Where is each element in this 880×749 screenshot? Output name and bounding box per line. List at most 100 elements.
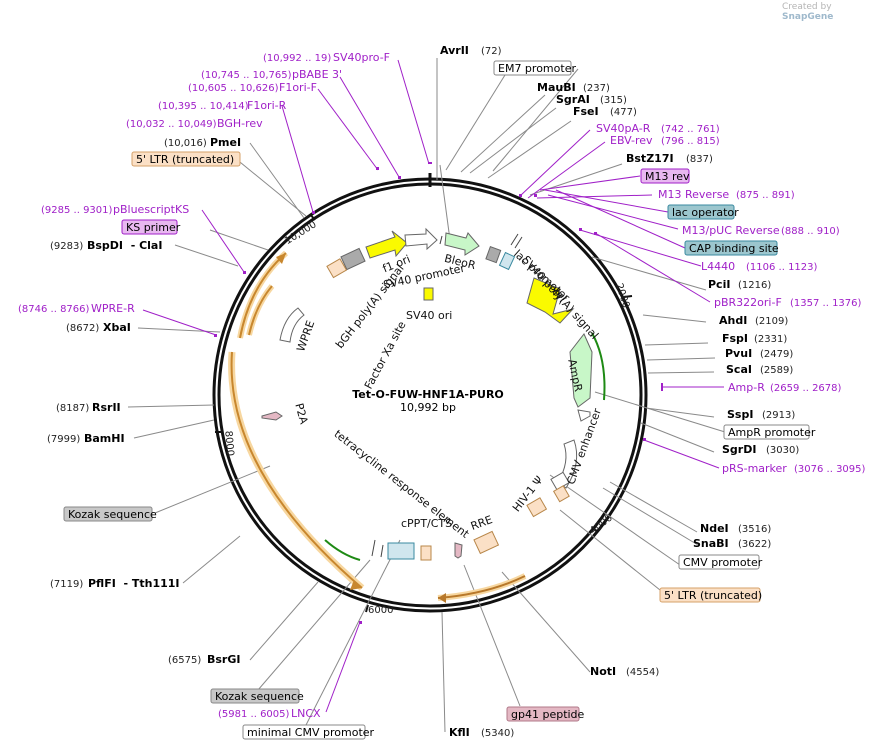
primer-l4440: L4440	[701, 260, 735, 273]
feature-minimal-cmv-promoter[interactable]: minimal CMV promoter	[247, 726, 375, 739]
primer-l4440-pos: (1106 .. 1123)	[746, 262, 818, 273]
enzyme-bstz17i: BstZ17I	[626, 152, 674, 165]
primer-bgh-rev-pos: (10,032 .. 10,049)	[126, 119, 217, 130]
leader-lines	[127, 58, 726, 733]
enzyme-pvui: PvuI	[725, 347, 752, 360]
enzyme-pflfi-tth111i: PflFI - Tth111I	[88, 577, 180, 590]
feature-kozak-left[interactable]: Kozak sequence	[68, 508, 157, 521]
primer-prs-marker: pRS-marker	[722, 462, 787, 475]
enzyme-sgrai-pos: (315)	[600, 95, 627, 106]
feature-cmv-promoter[interactable]: CMV promoter	[683, 556, 763, 569]
ampr-promoter-arrow[interactable]	[577, 409, 591, 422]
label-cppt-cts: cPPT/CTS	[401, 517, 452, 530]
bgh-box[interactable]	[340, 247, 366, 271]
lac-hatch[interactable]	[498, 251, 516, 271]
enzyme-kfli: KflI	[449, 726, 470, 739]
enzyme-maubi: MauBI	[537, 81, 576, 94]
enzyme-fspi: FspI	[722, 332, 748, 345]
primer-lncx: LNCX	[291, 707, 321, 720]
feature-ks-primer[interactable]: KS primer	[126, 221, 181, 234]
primer-amp-r-pos: (2659 .. 2678)	[770, 383, 842, 394]
rre-box[interactable]	[473, 530, 500, 555]
enzyme-noti-pos: (4554)	[626, 667, 659, 678]
enzyme-pmei: PmeI	[210, 136, 241, 149]
enzyme-rsrii-pos: (8187)	[56, 403, 89, 414]
label-factor-xa: Factor Xa site	[362, 319, 409, 391]
enzyme-sgrdi: SgrDI	[722, 443, 756, 456]
tre-green-arrow[interactable]	[324, 539, 361, 561]
enzyme-kfli-pos: (5340)	[481, 728, 514, 739]
tre-hatch[interactable]	[387, 542, 415, 560]
ltr-box-right[interactable]	[526, 497, 548, 518]
enzyme-fspi-pos: (2331)	[754, 334, 787, 345]
enzyme-noti: NotI	[590, 665, 616, 678]
bleor-arrow[interactable]	[444, 232, 480, 256]
feature-ampr-promoter[interactable]: AmpR promoter	[728, 426, 816, 439]
plasmid-name: Tet-O-FUW-HNF1A-PURO	[352, 388, 504, 401]
primer-amp-r: Amp-R	[728, 381, 765, 394]
sv40-ori-box[interactable]	[423, 287, 434, 301]
cppt-box[interactable]	[420, 545, 432, 561]
primer-sv40pro-f-pos: (10,992 .. 19)	[263, 53, 331, 64]
enzyme-xbai-pos: (8672)	[66, 323, 99, 334]
lac-promoter-box[interactable]	[485, 246, 502, 264]
ltr-box-left[interactable]	[326, 258, 348, 279]
enzyme-labels: AvrII (72) MauBI (237) SgrAI (315) FseI …	[47, 44, 799, 739]
feature-5ltr-bottom[interactable]: 5' LTR (truncated)	[664, 589, 762, 602]
label-sv40-ori: SV40 ori	[406, 309, 452, 322]
primer-prs-marker-pos: (3076 .. 3095)	[794, 464, 866, 475]
primer-lncx-pos: (5981 .. 6005)	[218, 709, 290, 720]
enzyme-bamhi: BamHI	[84, 432, 125, 445]
primer-pbluescriptks-pos: (9285 .. 9301)	[41, 205, 113, 216]
primer-lines	[142, 59, 724, 713]
primer-f1ori-f-pos: (10,605 .. 10,626)	[188, 83, 279, 94]
enzyme-ahdi-pos: (2109)	[755, 316, 788, 327]
primer-pbabe3: pBABE 3'	[292, 68, 342, 81]
feature-kozak-bottom[interactable]: Kozak sequence	[215, 690, 304, 703]
feature-gp41-peptide[interactable]: gp41 peptide	[511, 708, 585, 721]
snapgene-logo: SnapGene	[782, 12, 834, 22]
primer-sv40pa-r: SV40pA-R	[596, 122, 651, 135]
sv40-promoter-arrow[interactable]	[404, 227, 438, 251]
ori-arrow[interactable]	[526, 277, 575, 324]
ampr-green-line	[591, 332, 606, 401]
enzyme-ndei: NdeI	[700, 522, 729, 535]
feature-m13-rev[interactable]: M13 rev	[645, 170, 690, 183]
primer-m13-reverse-pos: (875 .. 891)	[736, 190, 795, 201]
f1-ori-arrow[interactable]	[365, 230, 408, 259]
snapgene-credit: Created by SnapGene	[782, 2, 880, 22]
primer-f1ori-r: F1ori-R	[247, 99, 287, 112]
primer-pbluescriptks: pBluescriptKS	[113, 203, 189, 216]
enzyme-pcii: PciI	[708, 278, 730, 291]
tick-8000: 8000	[222, 430, 235, 456]
enzyme-pflfi-pos: (7119)	[50, 579, 83, 590]
enzyme-pcii-pos: (1216)	[738, 280, 771, 291]
label-p2a: P2A	[292, 402, 310, 426]
enzyme-sgrdi-pos: (3030)	[766, 445, 799, 456]
boxed-feature-labels: EM7 promoter 5' LTR (truncated) KS prime…	[63, 60, 816, 740]
primer-wpre-r-pos: (8746 .. 8766)	[18, 304, 90, 315]
primer-bgh-rev: BGH-rev	[217, 117, 263, 130]
p2a-arrow[interactable]	[261, 411, 283, 421]
primer-m13puc-reverse-pos: (888 .. 910)	[781, 226, 840, 237]
tick-6000: 6000	[368, 605, 393, 616]
ampr-arrow[interactable]	[569, 333, 593, 408]
primer-pbr322ori-f-pos: (1357 .. 1376)	[790, 298, 862, 309]
wpre-box[interactable]	[279, 307, 305, 343]
primer-pbr322ori-f: pBR322ori-F	[714, 296, 782, 309]
label-rre: RRE	[469, 513, 494, 533]
enzyme-pvui-pos: (2479)	[760, 349, 793, 360]
feature-5ltr-top[interactable]: 5' LTR (truncated)	[136, 153, 234, 166]
enzyme-bsrgi: BsrGI	[207, 653, 240, 666]
enzyme-sgrai: SgrAI	[556, 93, 590, 106]
primer-sv40pro-f: SV40pro-F	[333, 51, 390, 64]
feature-em7-promoter[interactable]: EM7 promoter	[498, 62, 576, 75]
enzyme-bamhi-pos: (7999)	[47, 434, 80, 445]
enzyme-sspi-pos: (2913)	[762, 410, 795, 421]
gp41-arrow[interactable]	[454, 542, 463, 559]
hiv-psi-box[interactable]	[552, 485, 570, 503]
enzyme-xbai: XbaI	[103, 321, 131, 334]
feature-lac-operator[interactable]: lac operator	[672, 206, 739, 219]
feature-cap-binding-site[interactable]: CAP binding site	[689, 242, 779, 255]
